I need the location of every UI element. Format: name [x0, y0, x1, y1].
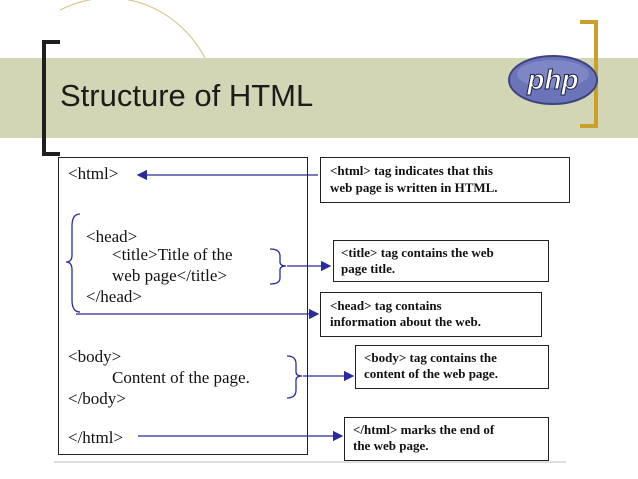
- note-box-head: [320, 292, 542, 337]
- note-box-body: [355, 345, 549, 389]
- code-line-head-close: </head>: [86, 287, 142, 306]
- code-line-content: Content of the page.: [112, 368, 250, 387]
- note-box-end: [344, 417, 549, 461]
- code-line-html-close: </html>: [68, 428, 124, 447]
- brace-title-icon: [269, 248, 287, 285]
- note-box-title: [333, 240, 549, 282]
- note-end-line2: the web page.: [353, 438, 429, 453]
- note-html-line2: web page is written in HTML.: [330, 180, 498, 195]
- code-line-title-end: web page</title>: [112, 266, 227, 285]
- code-box: [58, 157, 308, 455]
- note-body-line2: content of the web page.: [364, 366, 498, 381]
- note-head-line1: <head> tag contains: [330, 298, 442, 313]
- note-html-line1: <html> tag indicates that this: [330, 163, 493, 178]
- code-line-title: <title>Title of the: [112, 245, 233, 264]
- logo-text: php: [526, 64, 578, 95]
- logo-highlight: [517, 60, 589, 88]
- note-box-html: [320, 157, 570, 203]
- code-line-html-open: <html>: [68, 164, 119, 183]
- note-body-line1: <body> tag contains the: [364, 350, 497, 365]
- brace-body-icon: [286, 355, 303, 399]
- slide-title: Structure of HTML: [60, 78, 314, 113]
- note-title-line1: <title> tag contains the web: [341, 245, 494, 260]
- note-end-line1: </html> marks the end of: [353, 422, 495, 437]
- note-head-line2: information about the web.: [330, 314, 481, 329]
- code-line-head-open: <head>: [86, 227, 138, 246]
- code-line-body-open: <body>: [68, 347, 122, 366]
- code-line-body-close: </body>: [68, 389, 126, 408]
- brace-head-icon: [65, 213, 81, 313]
- note-title-line2: page title.: [341, 261, 396, 276]
